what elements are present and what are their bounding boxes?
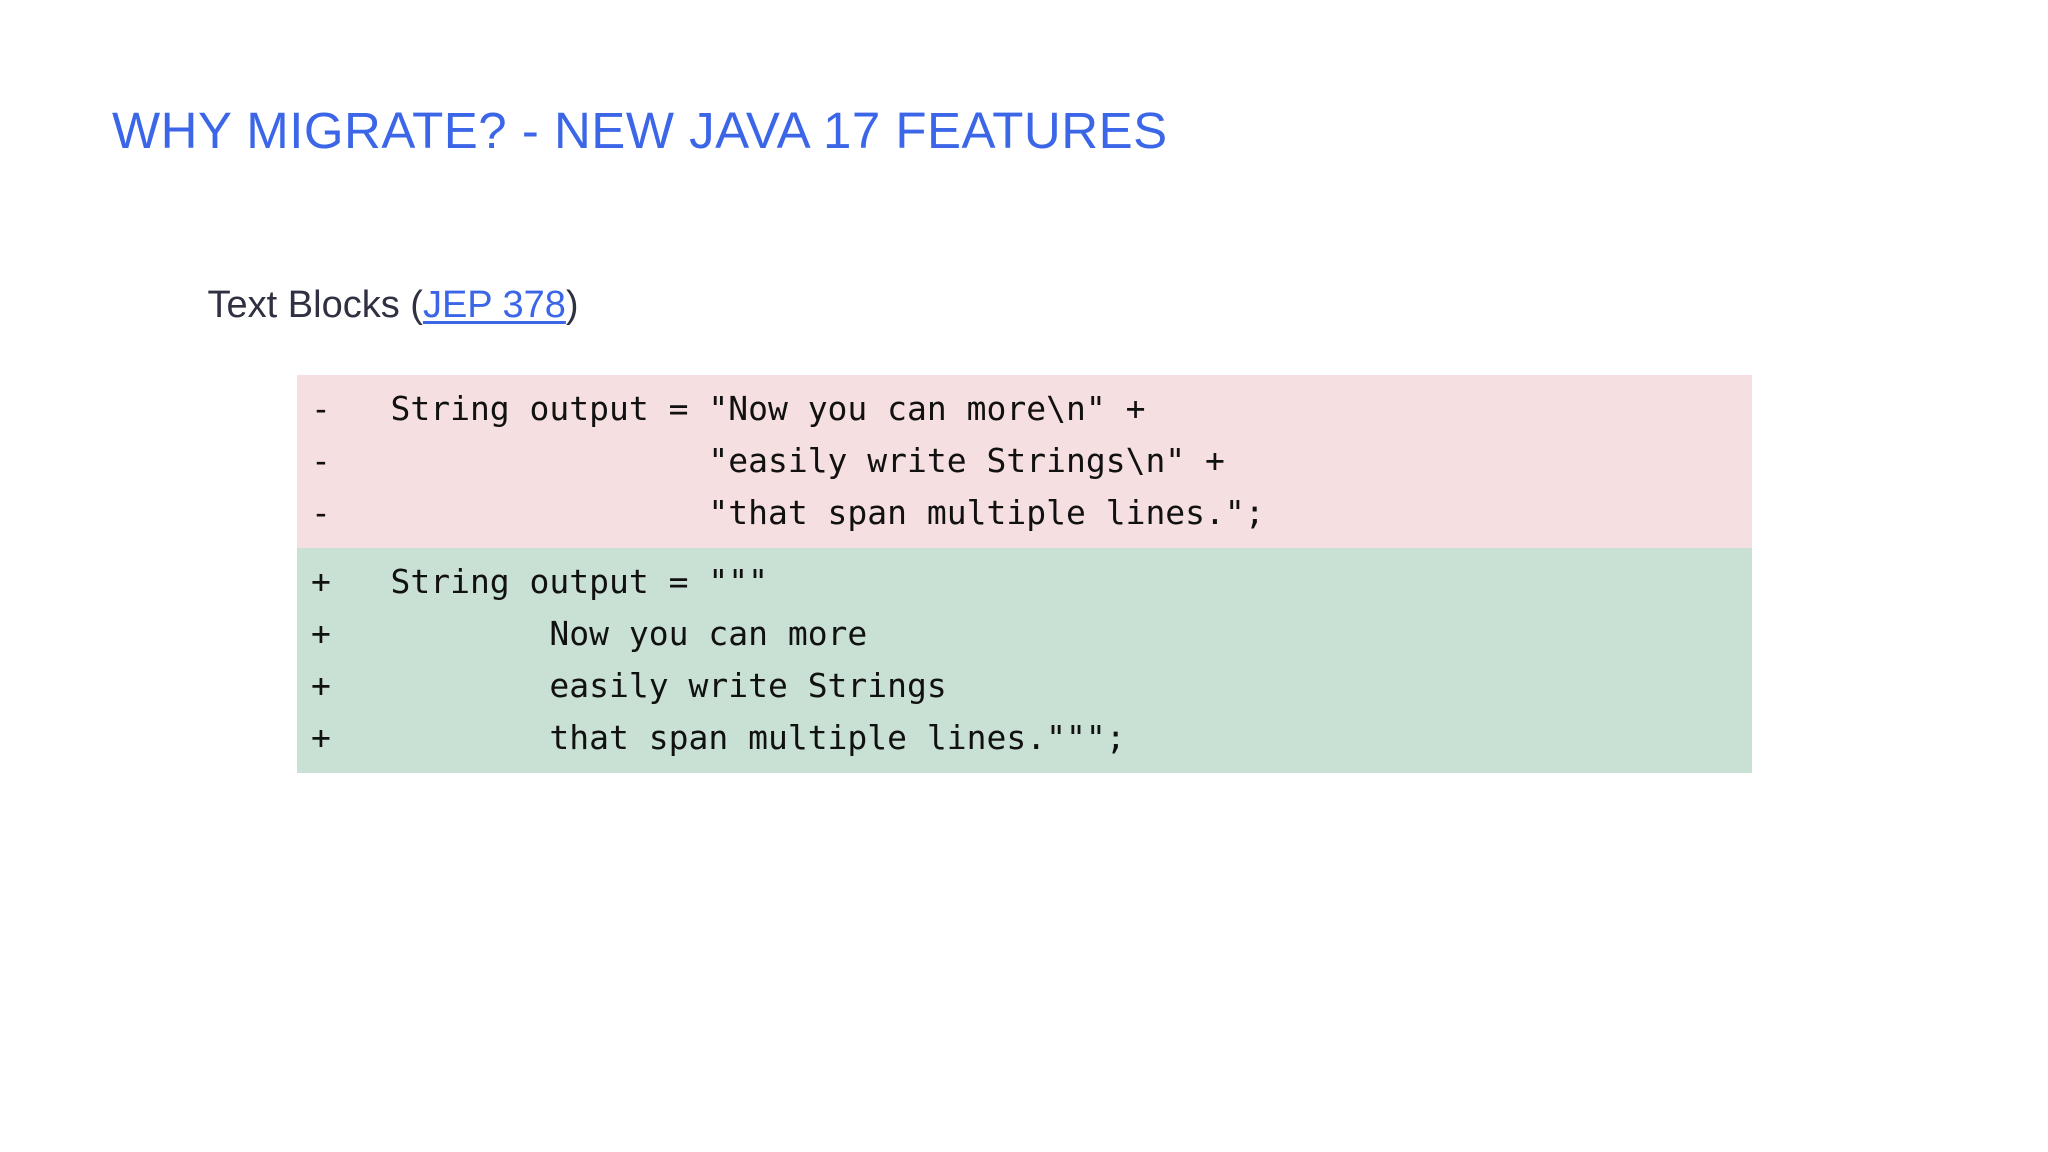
diff-line-removed-2: - "easily write Strings\n" +	[311, 441, 1225, 480]
diff-removed-section: - String output = "Now you can more\n" +…	[297, 375, 1752, 548]
jep-378-link[interactable]: JEP 378	[422, 284, 566, 327]
feature-description: Text Blocks (JEP 378)	[166, 232, 579, 380]
feature-label-prefix: Text Blocks (	[207, 284, 423, 327]
feature-label-suffix: )	[565, 284, 579, 327]
code-diff-block: - String output = "Now you can more\n" +…	[297, 375, 1752, 773]
diff-line-added-2: + Now you can more	[311, 614, 868, 653]
diff-line-removed-3: - "that span multiple lines.";	[311, 493, 1265, 532]
diff-line-added-3: + easily write Strings	[311, 666, 947, 705]
diff-line-added-4: + that span multiple lines.""";	[311, 718, 1126, 757]
diff-line-added-1: + String output = """	[311, 562, 768, 601]
page-title: WHY MIGRATE? - NEW JAVA 17 FEATURES	[112, 102, 1168, 160]
diff-line-removed-1: - String output = "Now you can more\n" +	[311, 389, 1146, 428]
diff-added-section: + String output = """ + Now you can more…	[297, 548, 1752, 773]
